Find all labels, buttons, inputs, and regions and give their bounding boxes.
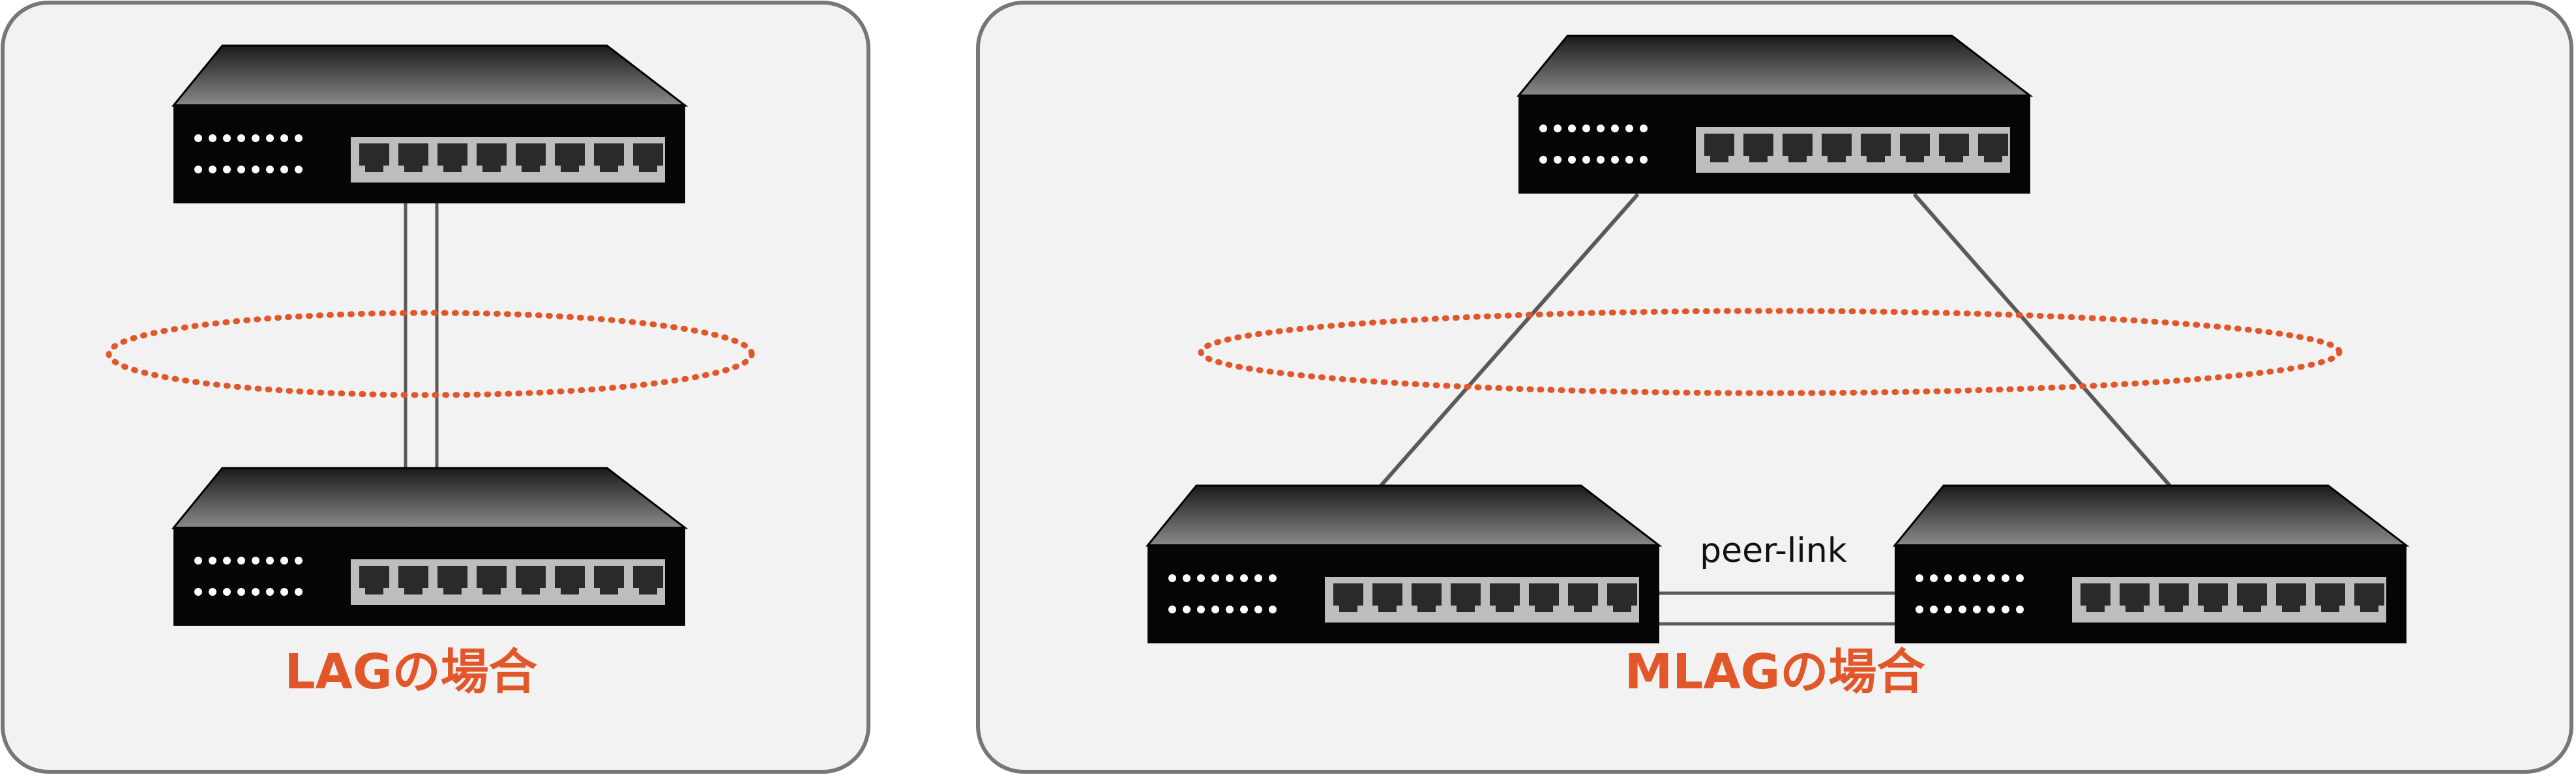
lag-top-switch-icon [172,44,687,205]
mlag-links [1379,193,2172,487]
lag-group-ellipse [106,310,755,398]
mlag-left-switch-icon [1146,484,1661,645]
mlag-right-switch-icon [1893,484,2408,645]
lag-caption: LAGの場合 [284,644,537,700]
mlag-top-switch-icon [1517,35,2032,195]
mlag-group-ellipse [1198,308,2343,396]
peer-link [1658,591,1896,626]
lag-bottom-switch-icon [172,467,687,627]
mlag-caption: MLAGの場合 [1625,644,1925,700]
peer-link-label: peer-link [1700,531,1847,570]
lag-links [404,202,439,469]
